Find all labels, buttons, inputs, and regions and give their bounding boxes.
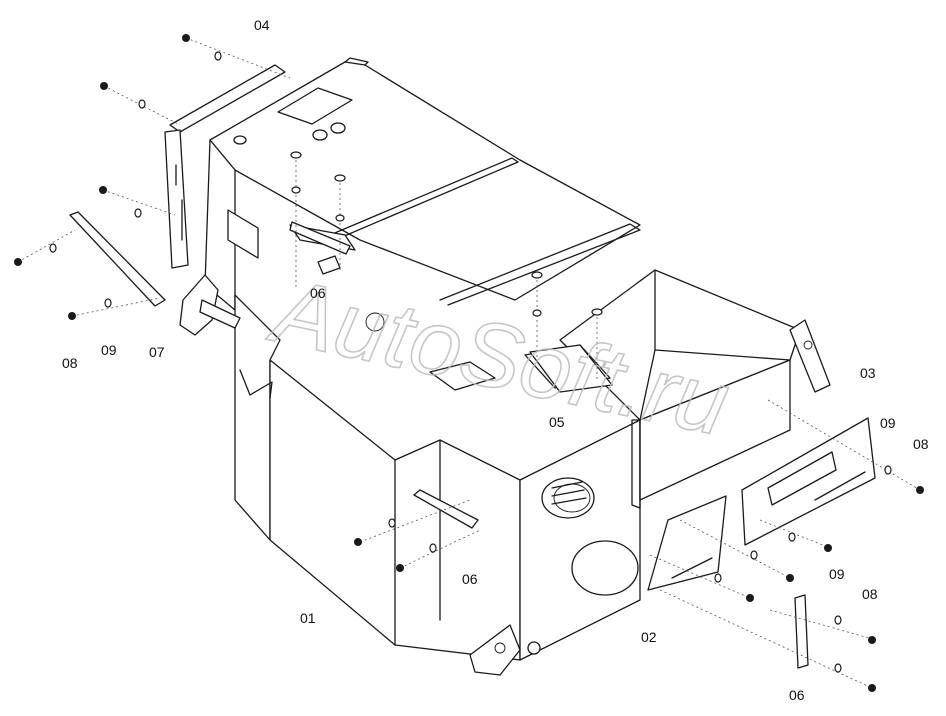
strap-06-right [794,594,809,669]
bracket-02 [647,495,727,591]
callout-label: 08 [62,355,78,371]
callout-labels: 04 06 08 09 07 05 03 09 08 06 01 02 09 0… [62,17,929,703]
callout-label: 09 [101,342,117,358]
fasteners [14,34,924,692]
fastener-axes [17,37,921,689]
callout-label: 03 [860,365,876,381]
bracket-04 [164,64,286,269]
callout-label: 06 [789,687,805,703]
strap-06-front [413,489,479,529]
strap-06-top [289,221,351,255]
bracket-03 [741,417,876,546]
main-housing [179,57,831,676]
callout-label: 05 [549,414,565,430]
callout-label: 04 [254,17,270,33]
bracket-05 [529,344,613,393]
callout-label: 02 [641,629,657,645]
callout-label: 08 [862,586,878,602]
callout-label: 09 [880,415,896,431]
callout-label: 08 [913,436,929,452]
bracket-07 [69,211,166,307]
callout-label: 09 [829,566,845,582]
callout-label: 01 [300,610,316,626]
callout-label: 07 [149,344,165,360]
callout-label: 06 [462,571,478,587]
callout-label: 06 [310,285,326,301]
